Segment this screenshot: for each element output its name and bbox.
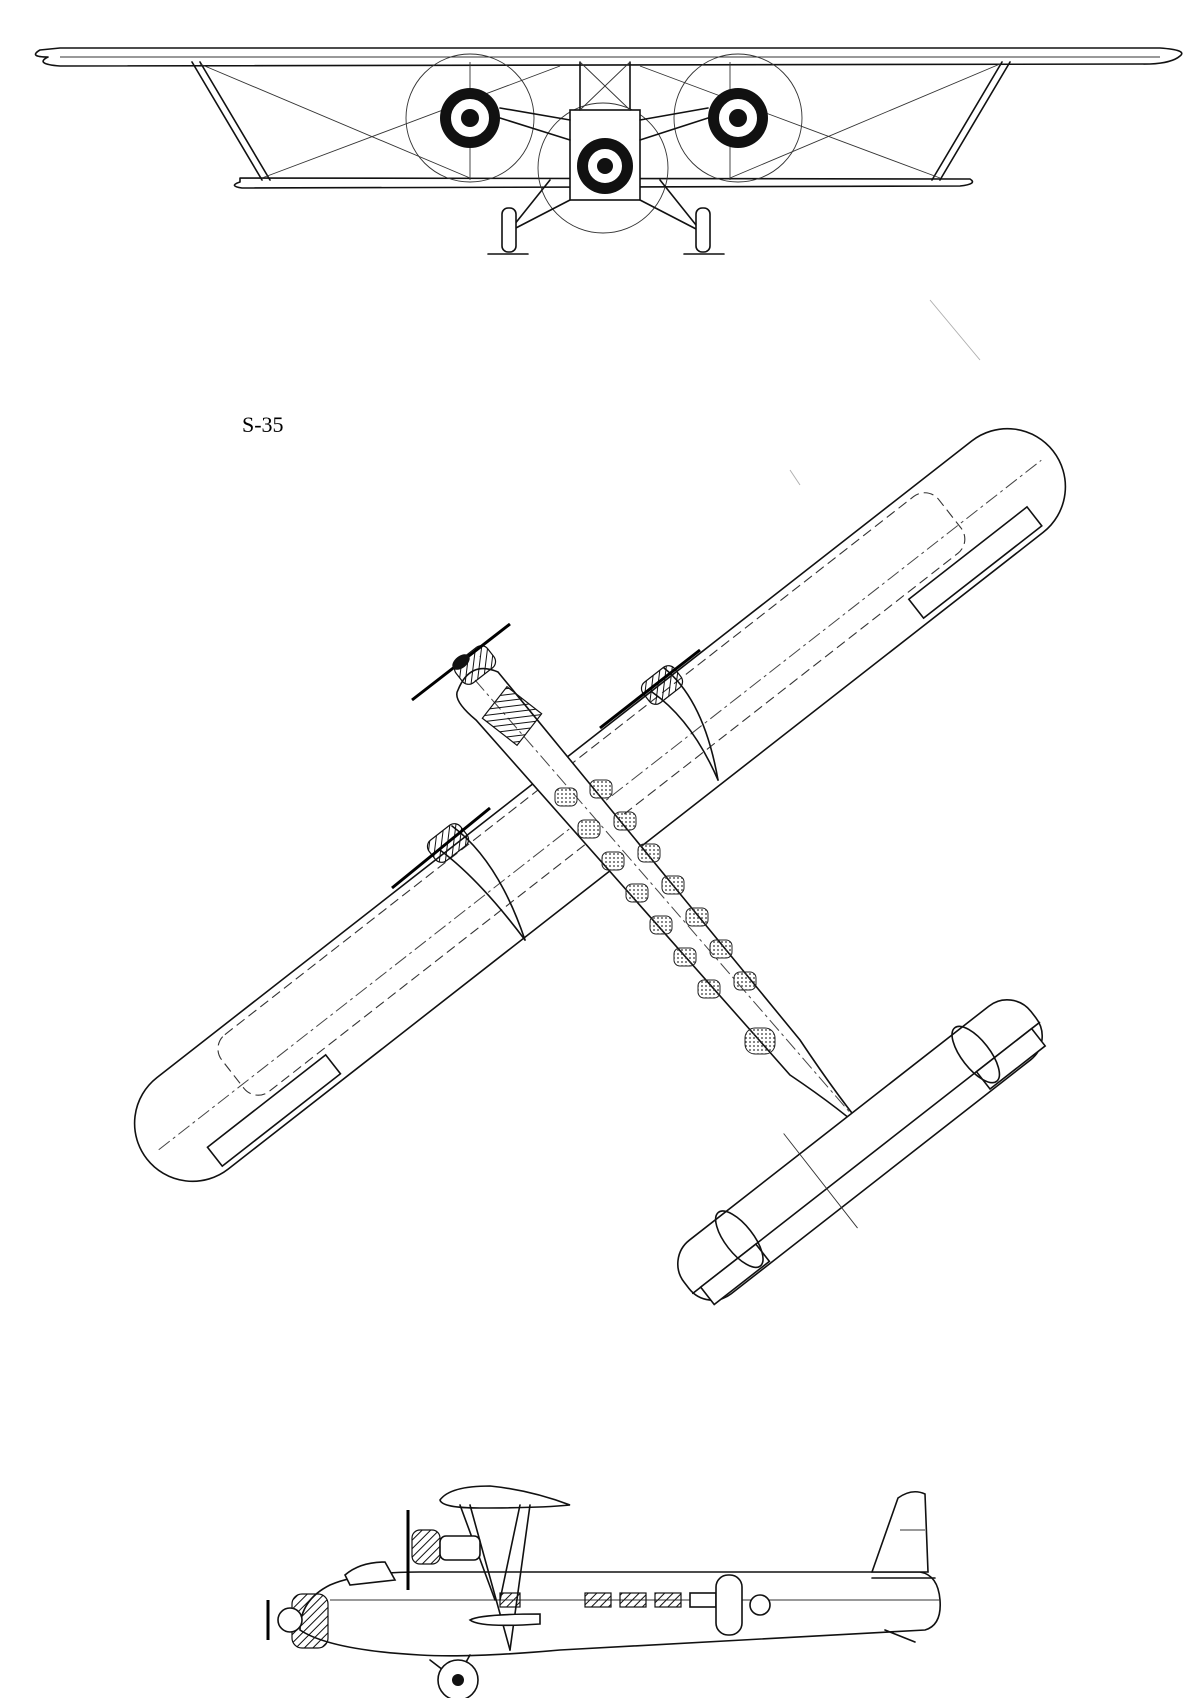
side-door <box>715 1574 743 1636</box>
side-nose-engine <box>266 1593 329 1649</box>
front-right-propeller-disc <box>673 53 803 183</box>
side-tail-skid <box>884 1629 916 1643</box>
front-lower-wing <box>233 177 974 189</box>
side-upper-wing <box>439 1485 571 1509</box>
front-left-propeller-disc <box>405 53 535 183</box>
side-tail-fin <box>870 1490 929 1573</box>
plan-left-wing-engine <box>391 806 526 941</box>
front-center-engine <box>577 138 633 194</box>
side-fuselage <box>299 1571 942 1657</box>
plan-right-aileron <box>907 505 1043 620</box>
front-right-outer-strut <box>939 61 1011 181</box>
front-center-propeller-disc <box>537 102 669 234</box>
front-right-engine <box>708 88 768 148</box>
front-right-gear-strut <box>639 199 699 231</box>
plan-nose-engine <box>411 622 511 702</box>
front-upper-wing <box>34 47 1183 67</box>
side-wing-engine <box>406 1510 481 1590</box>
side-cabin-windows <box>499 1592 717 1608</box>
plan-cockpit <box>481 685 543 747</box>
side-view <box>266 1485 942 1698</box>
front-left-wheel <box>501 207 517 253</box>
front-left-outer-strut <box>191 61 263 181</box>
plan-cabin-windows <box>554 779 776 1055</box>
front-right-wheel <box>695 207 711 253</box>
front-left-engine <box>440 88 500 148</box>
front-left-gear-strut <box>511 199 571 231</box>
front-view <box>34 47 1183 255</box>
side-cockpit <box>344 1561 397 1586</box>
aircraft-designation-label: S-35 <box>242 412 284 437</box>
side-landing-gear <box>429 1654 479 1698</box>
plan-left-aileron <box>206 1053 342 1168</box>
plan-right-wing-engine <box>599 648 719 781</box>
side-porthole <box>749 1594 771 1616</box>
plan-view <box>133 299 1067 1306</box>
plan-tailplane <box>677 999 1047 1306</box>
